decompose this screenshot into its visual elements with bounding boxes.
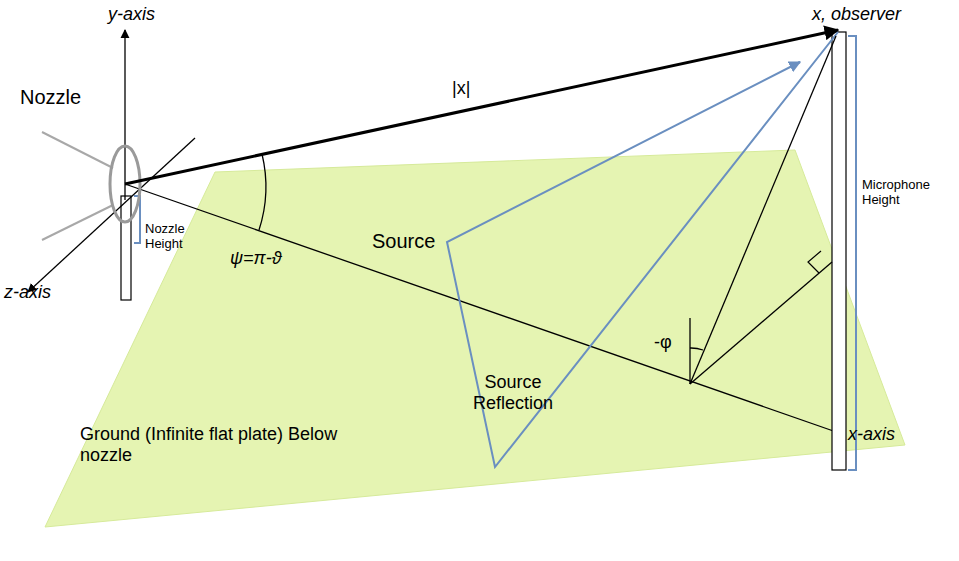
vertical-reference [689, 318, 690, 384]
microphone-pole [832, 32, 846, 470]
angle-arc [259, 154, 266, 230]
axis-label: z-axis [4, 282, 51, 303]
angle-label: ψ=π-ϑ [230, 248, 282, 269]
observer-label: x, observer [812, 4, 901, 25]
x-axis-line [125, 184, 842, 434]
ground-plate [45, 150, 905, 527]
phi-arc [690, 348, 703, 350]
nozzle-post [121, 196, 131, 300]
vector-label: |x| [452, 78, 470, 99]
reflection-label: Source Reflection [458, 372, 568, 413]
axis-label: y-axis [108, 4, 155, 25]
projection-line [690, 36, 836, 384]
jet-line [42, 132, 113, 168]
axis-label: x-axis [848, 424, 895, 445]
height-bracket [848, 36, 856, 470]
ray-head [790, 62, 800, 67]
jet-line [42, 205, 113, 240]
ground-label: Ground (Infinite flat plate) Below nozzl… [80, 424, 340, 465]
observer-vector [125, 30, 838, 184]
dimension-label: Microphone Height [862, 178, 952, 208]
source-label: Source [372, 230, 435, 253]
angle-label: -φ [654, 332, 672, 353]
dimension-label: Nozzle Height [145, 222, 205, 252]
source-rays [447, 32, 838, 467]
projection-line [690, 262, 832, 384]
right-angle-mark [808, 251, 821, 273]
y-axis-line [124, 30, 125, 200]
part-label: Nozzle [20, 86, 81, 109]
z-axis-line [28, 138, 195, 292]
